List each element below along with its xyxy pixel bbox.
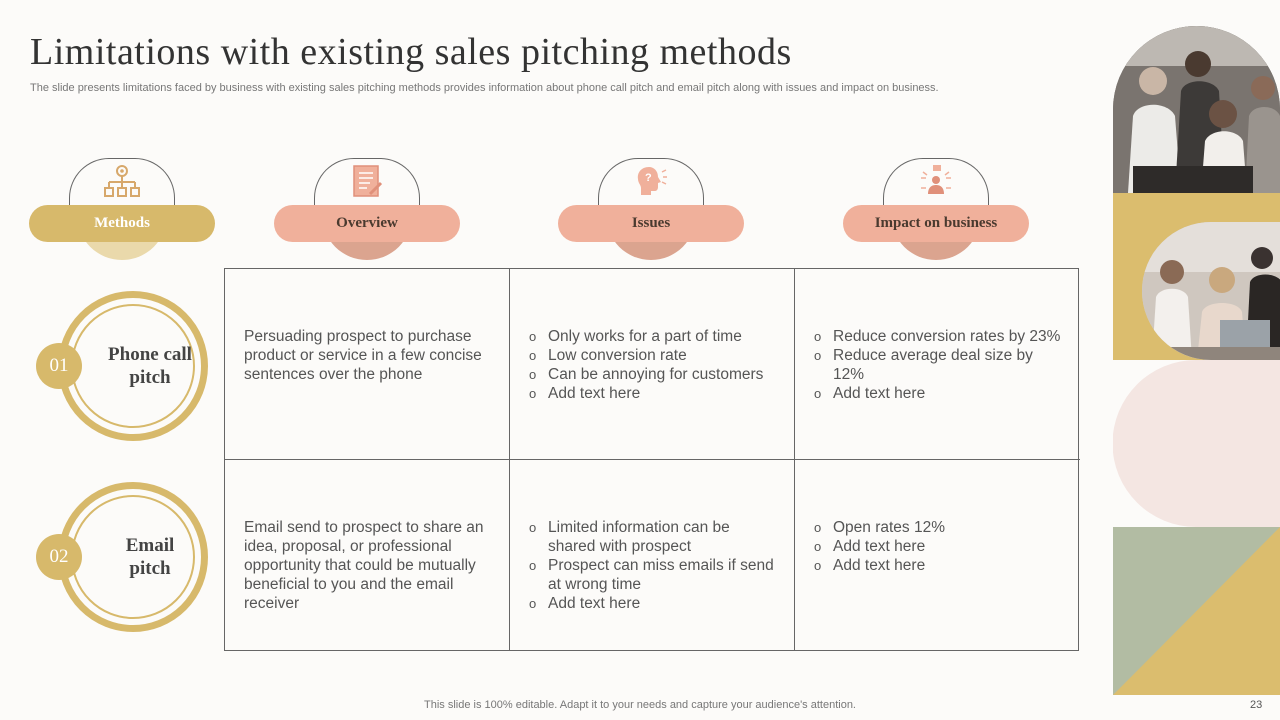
brain-question-icon: ? [631,162,671,202]
list-item: Add text here [814,556,1062,575]
women-meeting-photo [1142,222,1280,360]
header-methods: Methods [29,158,215,262]
header-impact: Impact on business [843,158,1029,262]
header-issues: ? Issues [558,158,744,262]
method-circle-phone: Phone call pitch 01 [36,291,208,441]
business-person-icon [916,162,956,202]
method-label: Phone call pitch [108,344,192,388]
table-cell-overview-phone: Persuading prospect to purchase product … [225,269,510,460]
list-item: Reduce conversion rates by 23% [814,327,1062,346]
list-item: Open rates 12% [814,518,1062,537]
header-overview: Overview [274,158,460,262]
impact-list: Reduce conversion rates by 23% Reduce av… [814,327,1062,403]
issues-list: Limited information can be shared with p… [529,518,776,613]
list-item: Low conversion rate [529,346,776,365]
slide-subtitle: The slide presents limitations faced by … [30,82,939,94]
team-meeting-photo [1113,26,1280,193]
table-cell-impact-phone: Reduce conversion rates by 23% Reduce av… [795,269,1080,460]
header-label: Issues [558,205,744,242]
pink-half-circle [1112,360,1280,527]
list-item: Can be annoying for customers [529,365,776,384]
footer-note: This slide is 100% editable. Adapt it to… [424,699,856,711]
row-number-badge: 02 [36,534,82,580]
triangle-block [1113,527,1280,695]
header-label: Impact on business [843,205,1029,242]
list-item: Reduce average deal size by 12% [814,346,1062,384]
row-number-badge: 01 [36,343,82,389]
header-label: Methods [29,205,215,242]
table-cell-issues-phone: Only works for a part of time Low conver… [510,269,795,460]
table-cell-impact-email: Open rates 12% Add text here Add text he… [795,460,1080,651]
method-label: Email pitch [125,535,175,579]
slide-title: Limitations with existing sales pitching… [30,31,792,73]
overview-text: Persuading prospect to purchase product … [244,328,482,383]
list-item: Prospect can miss emails if send at wron… [529,556,776,594]
document-icon [347,162,387,202]
table-cell-overview-email: Email send to prospect to share an idea,… [225,460,510,651]
list-item: Add text here [529,594,776,613]
list-item: Limited information can be shared with p… [529,518,776,556]
header-label: Overview [274,205,460,242]
table-cell-issues-email: Limited information can be shared with p… [510,460,795,651]
list-item: Only works for a part of time [529,327,776,346]
list-item: Add text here [814,537,1062,556]
limitations-table: Persuading prospect to purchase product … [224,268,1080,651]
impact-list: Open rates 12% Add text here Add text he… [814,518,1062,575]
hierarchy-icon [102,162,142,202]
issues-list: Only works for a part of time Low conver… [529,327,776,403]
page-number: 23 [1250,699,1263,711]
overview-text: Email send to prospect to share an idea,… [244,519,484,612]
list-item: Add text here [529,384,776,403]
list-item: Add text here [814,384,1062,403]
method-circle-email: Email pitch 02 [36,482,208,632]
svg-text:?: ? [645,172,652,184]
